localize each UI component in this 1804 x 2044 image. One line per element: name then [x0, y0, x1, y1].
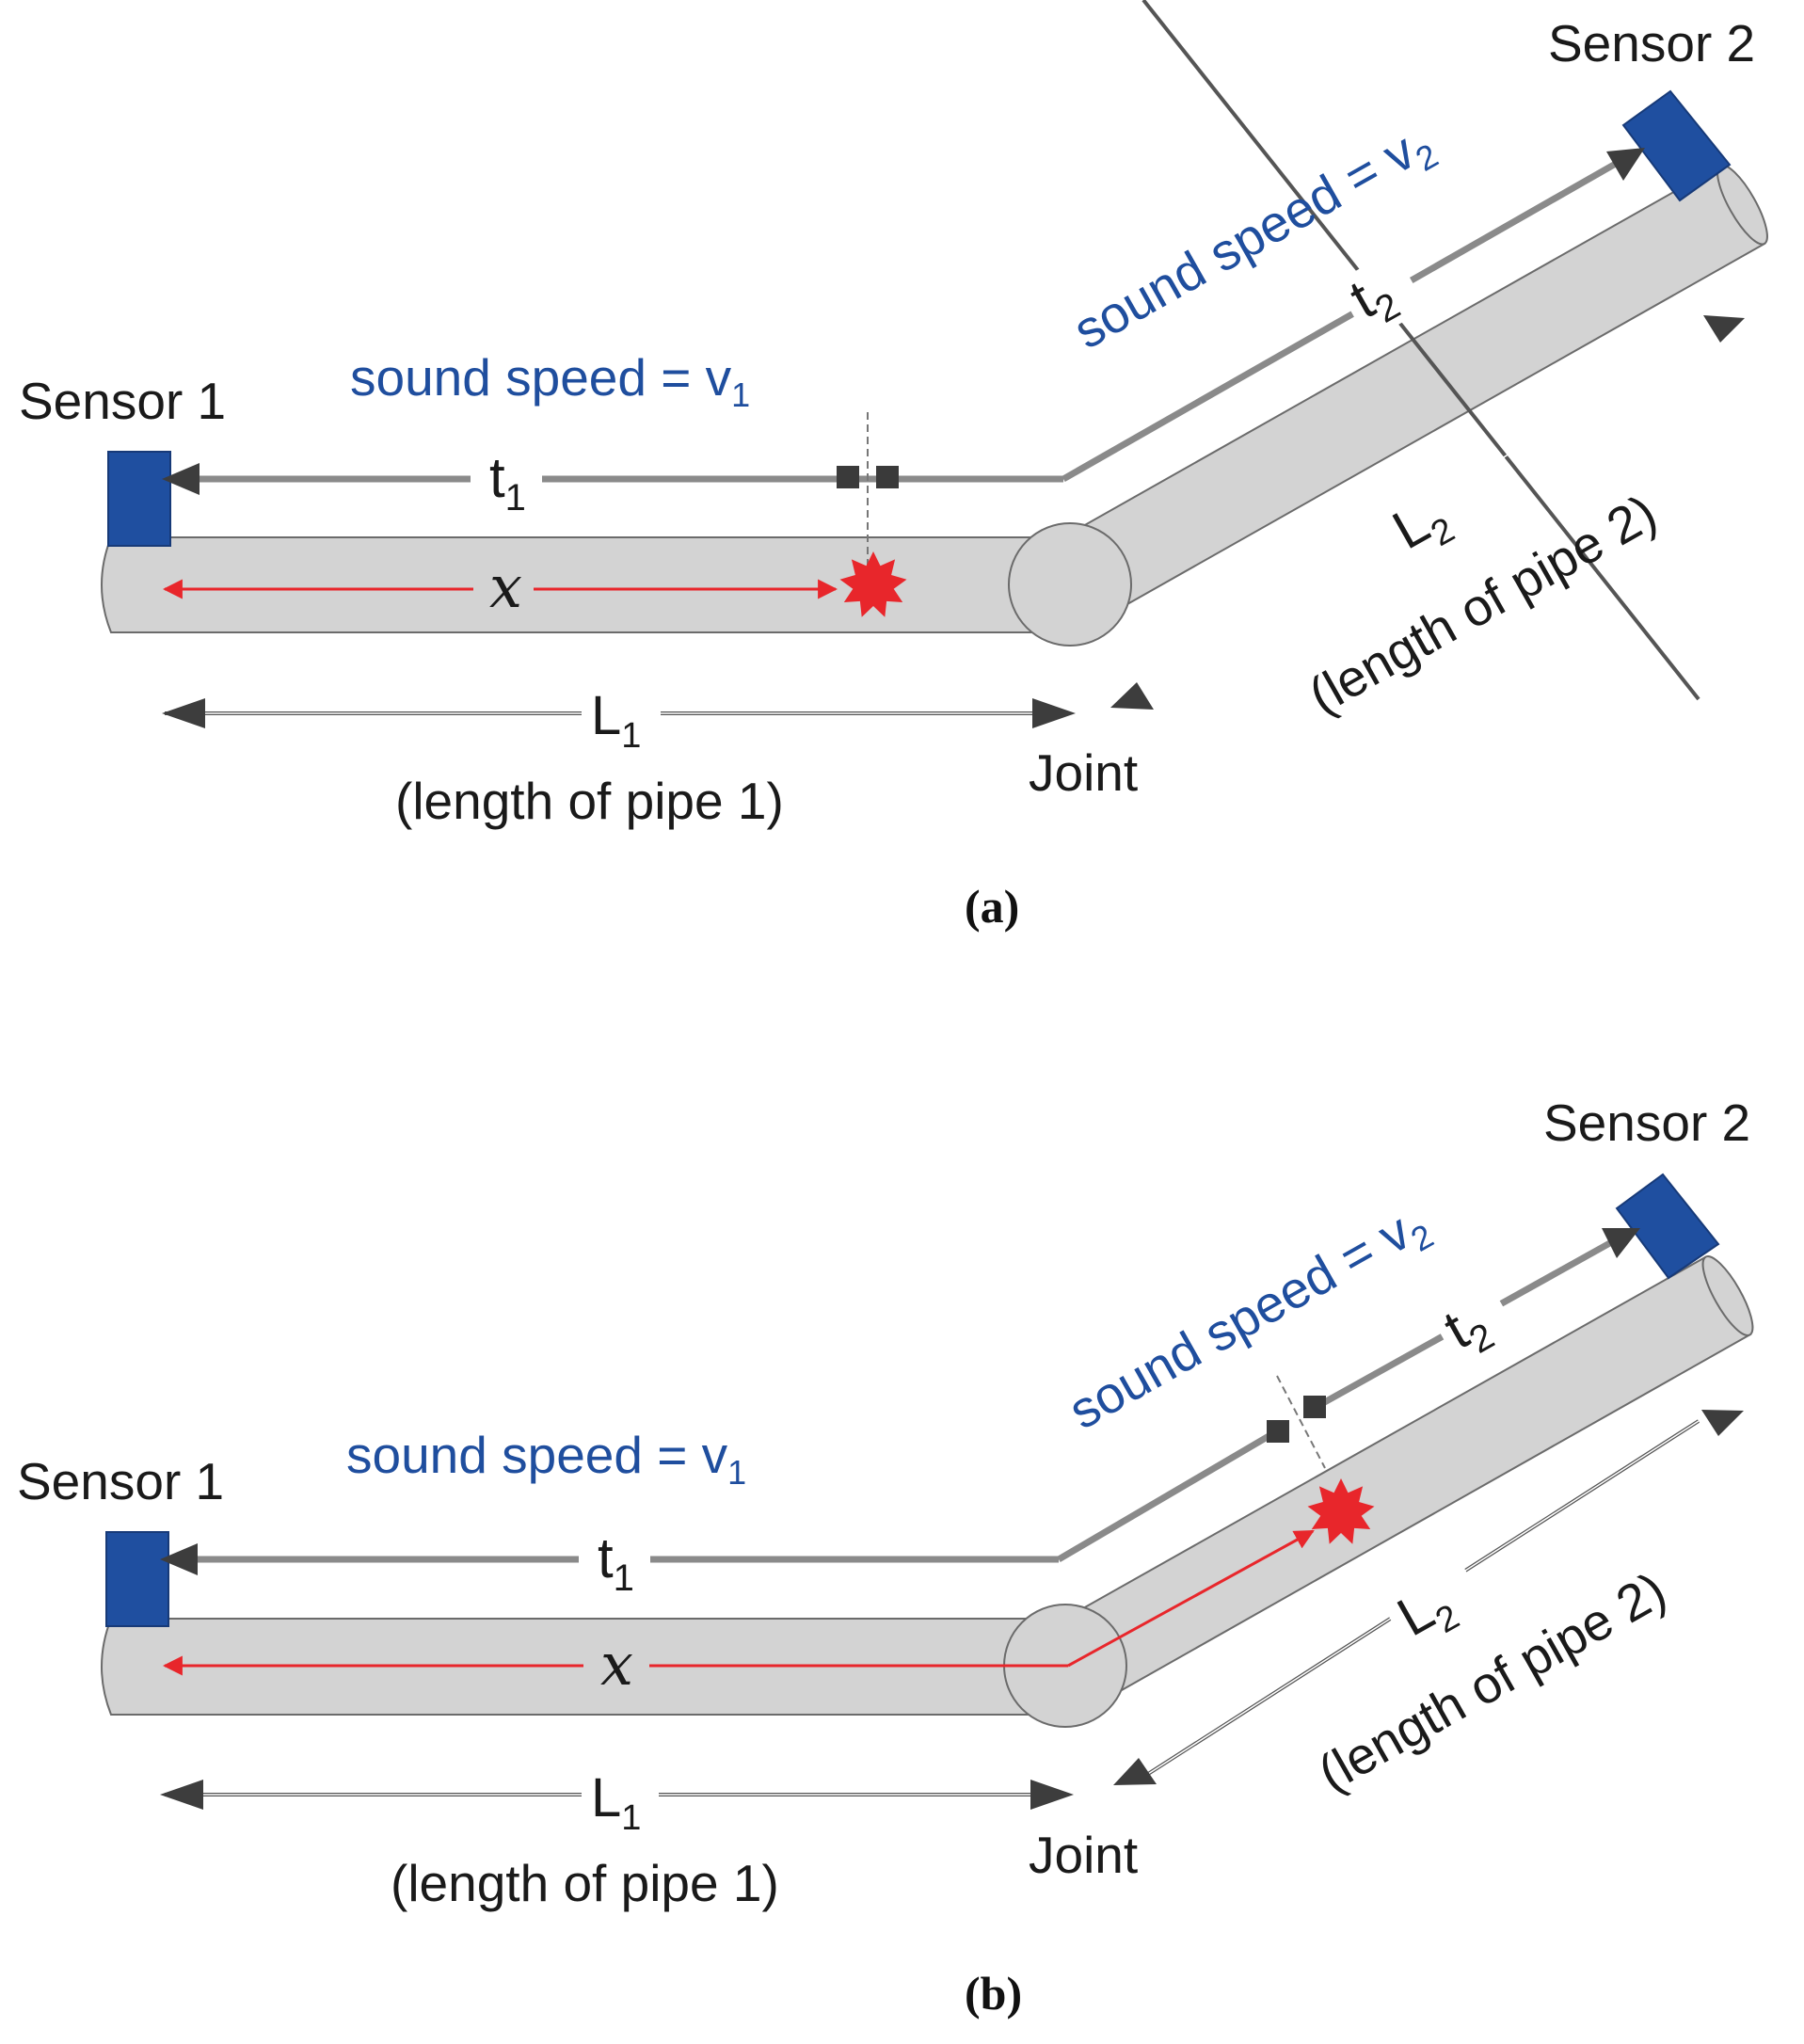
svg-text:t1: t1: [598, 1526, 634, 1599]
leak-burst: [839, 551, 907, 617]
leak-marker-left: [1267, 1420, 1289, 1443]
t1-path-angled: [1057, 1431, 1272, 1563]
sensor-1-block: [105, 1531, 169, 1627]
pipe-1: [101, 536, 1074, 633]
L2-dimension: [1110, 0, 1745, 710]
panel-a: Sensor 1 Sensor 2 sound speed = v1 sound…: [19, 0, 1768, 933]
t2-path: [1062, 148, 1645, 483]
L2-description: (length of pipe 2): [1299, 483, 1666, 725]
t1-path: [162, 463, 1063, 495]
pipe-1: [101, 1618, 1074, 1716]
speed-1-label: sound speed = v1: [350, 348, 750, 414]
svg-text:t1: t1: [489, 446, 526, 519]
L2-label: L2: [1374, 468, 1489, 577]
L2-description: (length of pipe 2): [1308, 1560, 1675, 1802]
svg-text:x: x: [489, 552, 522, 621]
leak-burst: [1307, 1478, 1375, 1544]
L1-description: (length of pipe 1): [395, 772, 784, 830]
leak-dashed-line: [1276, 1375, 1326, 1469]
sensor-2-block: [1615, 1173, 1720, 1280]
L1-dimension: [162, 698, 1076, 728]
L1-label: L1: [591, 1767, 641, 1838]
sensor-1-label: Sensor 1: [17, 1452, 224, 1510]
sensor-1-label: Sensor 1: [19, 372, 226, 430]
panel-b: Sensor 1 Sensor 2 sound speed = v1 sound…: [17, 1094, 1754, 2020]
sensor-1-block: [107, 451, 171, 547]
speed-1-label: sound speed = v1: [346, 1426, 746, 1492]
sensor-2-label: Sensor 2: [1548, 14, 1755, 72]
joint-label: Joint: [1029, 1826, 1138, 1884]
L1-label: L1: [591, 685, 641, 756]
t2-label: t2: [1334, 248, 1428, 343]
sensor-2-label: Sensor 2: [1543, 1094, 1750, 1152]
x-label: x: [475, 552, 534, 621]
joint-circle: [1008, 522, 1132, 647]
speed-2-label: sound speed = v2: [1059, 1192, 1440, 1446]
t2-label: t2: [1429, 1279, 1522, 1373]
leak-marker-right: [876, 466, 899, 488]
L2-label: L2: [1379, 1555, 1493, 1664]
L1-description: (length of pipe 1): [391, 1854, 779, 1912]
t1-label: t1: [471, 442, 542, 519]
leak-marker-left: [837, 466, 859, 488]
x-label: x: [588, 1630, 647, 1699]
t1-label: t1: [579, 1525, 650, 1599]
x-arrow: [162, 1529, 1315, 1676]
caption-a: (a): [965, 880, 1019, 933]
L1-dimension: [160, 1780, 1074, 1810]
sensor-2-block: [1621, 89, 1732, 202]
svg-text:x: x: [600, 1630, 633, 1699]
leak-marker-right: [1303, 1396, 1326, 1418]
joint-label: Joint: [1029, 743, 1138, 802]
caption-b: (b): [965, 1967, 1022, 2020]
